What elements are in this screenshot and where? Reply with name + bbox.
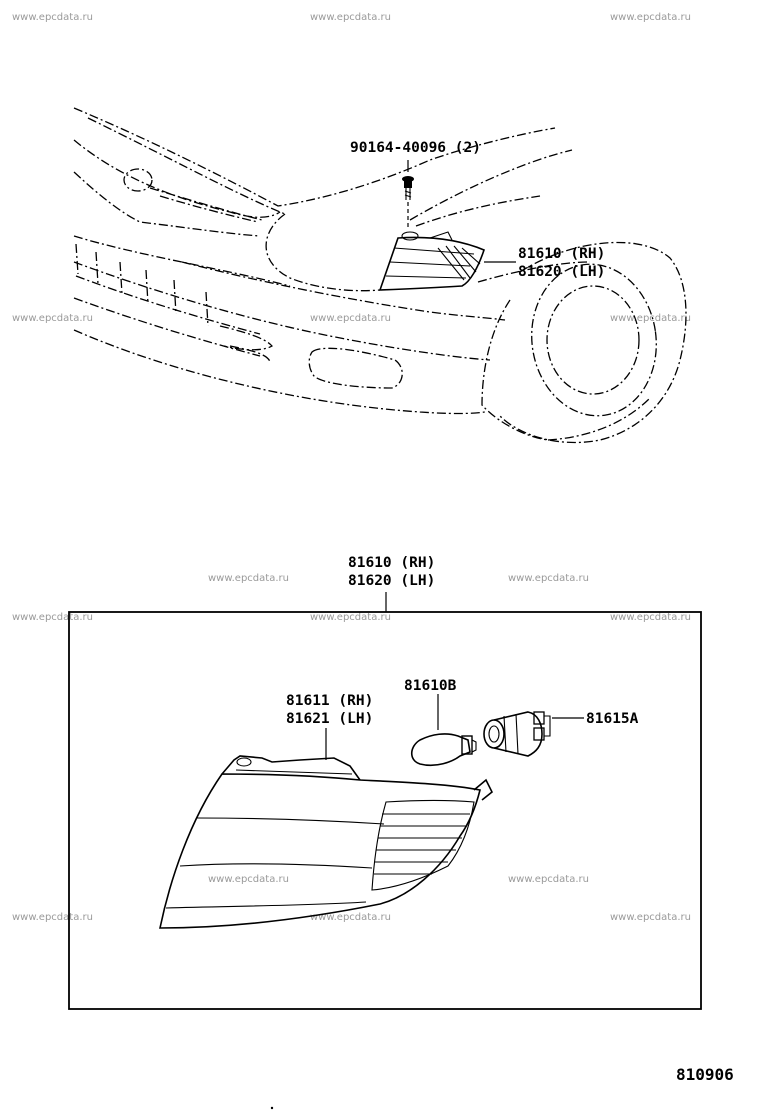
watermark: www.epcdata.ru <box>310 12 391 23</box>
page-mark <box>270 1106 274 1110</box>
lamp-lens-housing <box>159 755 494 929</box>
watermark: www.epcdata.ru <box>310 612 391 623</box>
watermark: www.epcdata.ru <box>610 12 691 23</box>
watermark: www.epcdata.ru <box>208 874 289 885</box>
bulb-icon <box>410 733 477 767</box>
watermark: www.epcdata.ru <box>12 912 93 923</box>
watermark: www.epcdata.ru <box>310 912 391 923</box>
side-marker-lamp-installed <box>378 231 485 291</box>
bulb-part-label: 81610B <box>404 678 457 694</box>
diagram-code: 810906 <box>676 1065 734 1084</box>
socket-part-label: 81615A <box>586 711 639 727</box>
watermark: www.epcdata.ru <box>610 313 691 324</box>
watermark: www.epcdata.ru <box>610 612 691 623</box>
screw-icon <box>402 160 414 228</box>
watermark: www.epcdata.ru <box>508 874 589 885</box>
watermark: www.epcdata.ru <box>12 12 93 23</box>
watermarks: www.epcdata.ru www.epcdata.ru www.epcdat… <box>12 12 691 923</box>
lamp-part-label-rh: 81610 (RH) <box>518 246 605 262</box>
watermark: www.epcdata.ru <box>508 573 589 584</box>
lens-part-label-rh: 81611 (RH) <box>286 693 373 709</box>
lamp-part-label-lh: 81620 (LH) <box>518 264 605 280</box>
watermark: www.epcdata.ru <box>310 313 391 324</box>
watermark: www.epcdata.ru <box>12 612 93 623</box>
car-front-outline <box>73 107 687 444</box>
watermark: www.epcdata.ru <box>610 912 691 923</box>
socket-icon <box>483 711 551 757</box>
assembly-part-label-rh: 81610 (RH) <box>348 555 435 571</box>
assembly-frame <box>68 611 702 1010</box>
lens-part-label-lh: 81621 (LH) <box>286 711 373 727</box>
watermark: www.epcdata.ru <box>12 313 93 324</box>
assembly-part-label-lh: 81620 (LH) <box>348 573 435 589</box>
screw-part-label: 90164-40096 (2) <box>350 140 481 156</box>
watermark: www.epcdata.ru <box>208 573 289 584</box>
